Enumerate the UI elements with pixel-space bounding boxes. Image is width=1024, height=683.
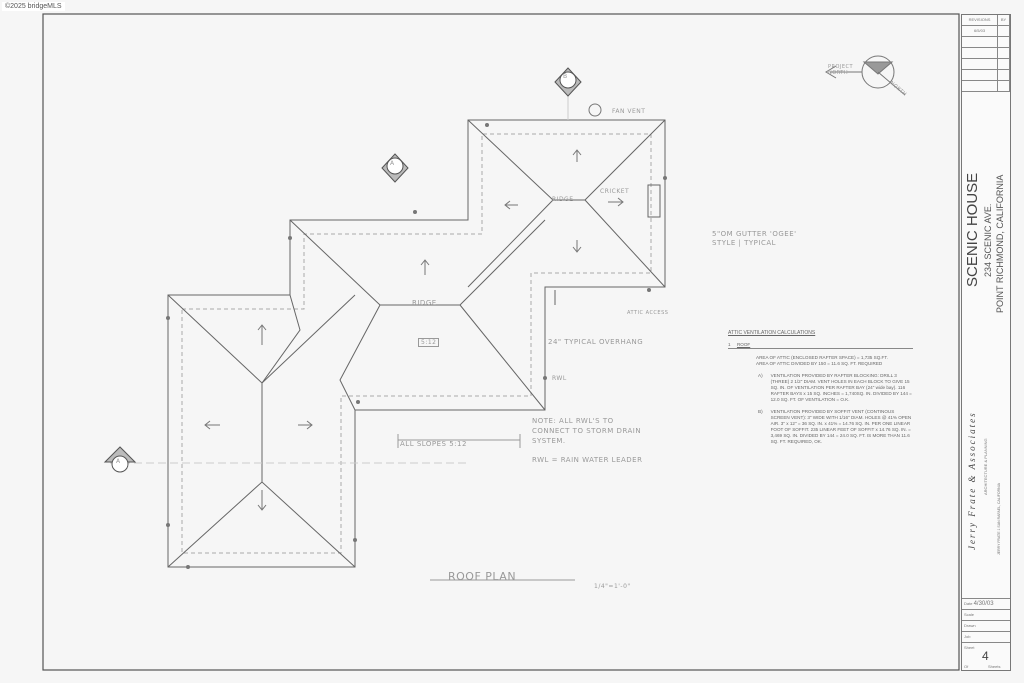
fan-vent-label: FAN VENT — [612, 108, 646, 115]
sheet-number: 4 — [982, 649, 989, 663]
storm-drain-note: NOTE: ALL RWL'S TO CONNECT TO STORM DRAI… — [532, 417, 642, 445]
overhang-note: 24" TYPICAL OVERHANG — [548, 338, 644, 346]
rev-cell — [998, 26, 1010, 37]
section-marker-icon — [103, 67, 582, 473]
sheet-label: Sheet — [964, 645, 975, 650]
project-north-label: PROJECT NORTH — [828, 64, 854, 76]
slope-arrows — [204, 149, 624, 511]
date-value: 4/30/03 — [973, 601, 994, 607]
section-a-label: A — [390, 160, 395, 167]
drawing-border — [42, 13, 960, 671]
valley-lines — [261, 219, 546, 411]
fan-vent-icon — [588, 103, 602, 117]
rwl-label: RWL — [552, 375, 567, 382]
firm-name: Jerry Frate & Associates — [967, 411, 977, 550]
rwl-legend: RWL = RAIN WATER LEADER — [532, 456, 643, 464]
rwl-icon — [647, 288, 651, 292]
drawing-scale: 1/4"=1'-0" — [594, 583, 631, 590]
rev-entry: 6/5/03 — [962, 26, 998, 37]
watermark-logo: ©2025 bridgeMLS — [2, 2, 65, 11]
rev-cell — [998, 81, 1010, 92]
scale-label: Scale — [962, 609, 1010, 620]
rev-cell — [962, 37, 998, 48]
north-arrow-icon — [825, 55, 906, 96]
rev-cell — [998, 37, 1010, 48]
job-label: Job — [962, 631, 1010, 642]
hip-lines-top — [467, 119, 666, 288]
ridge-label: RIDGE — [552, 196, 574, 203]
attic-ventilation-calcs: ATTIC VENTILATION CALCULATIONS 1 ROOF AR… — [728, 330, 913, 445]
gutter-note: 5"OM GUTTER 'OGEE' STYLE | TYPICAL — [712, 230, 797, 247]
date-label: Date — [964, 601, 973, 606]
section-label: ROOF — [736, 342, 751, 347]
section-b-label: B — [563, 73, 568, 80]
rwl-icon — [413, 210, 417, 214]
drawn-label: Drawn — [962, 620, 1010, 631]
rwl-icon — [353, 538, 357, 542]
ridge-label: RIDGE — [412, 299, 437, 307]
of-label: Of — [964, 664, 969, 669]
rev-cell — [962, 48, 998, 59]
project-address: 234 SCENIC AVE. — [983, 203, 993, 277]
rev-cell — [998, 59, 1010, 70]
roof-pitch-label: 5:12 — [418, 338, 440, 347]
wall-line — [181, 133, 652, 554]
attic-access-label: ATTIC ACCESS — [627, 310, 669, 316]
calc-title: ATTIC VENTILATION CALCULATIONS — [728, 330, 816, 336]
calc-area: AREA OF ATTIC (ENCLOSED RAFTER SPACE) = … — [756, 355, 888, 360]
rev-cell — [962, 59, 998, 70]
cricket-label: CRICKET — [600, 188, 630, 195]
drawing-title: ROOF PLAN — [448, 570, 517, 583]
calc-section: 1 ROOF — [728, 342, 913, 349]
rev-cell — [998, 70, 1010, 81]
rwl-icon — [166, 523, 170, 527]
section-a-label: A — [116, 458, 121, 465]
firm-subtitle: ARCHITECTURE & PLANNING — [983, 438, 988, 495]
dimension-bracket — [397, 434, 521, 448]
firm-address: JERRY FRATE 1 SAN RAFAEL, CALIFORNIA — [997, 483, 1001, 555]
all-slopes-note: ALL SLOPES 5:12 — [400, 440, 467, 448]
rev-header: REVISIONS — [962, 15, 998, 26]
calc-b-text: VENTILATION PROVIDED BY SOFFIT VENT (CON… — [770, 409, 912, 444]
rwl-icon — [288, 236, 292, 240]
project-city: POINT RICHMOND, CALIFORNIA — [995, 174, 1005, 313]
rwl-icon — [485, 123, 489, 127]
rev-cell — [998, 48, 1010, 59]
by-header: BY — [998, 15, 1010, 26]
rev-cell — [962, 70, 998, 81]
calc-a-text: VENTILATION PROVIDED BY RAFTER BLOCKING:… — [770, 373, 912, 402]
rwl-icon — [166, 316, 170, 320]
sheets-label: Sheets — [988, 664, 1001, 669]
sheet-info: Date 4/30/03 Scale Drawn Job Sheet 4 Of … — [962, 598, 1010, 673]
calc-b-label: B) — [758, 409, 763, 414]
calc-area-required: AREA OF ATTIC DIVIDED BY 150 = 11.6 SQ. … — [756, 361, 883, 366]
section-number: 1 — [728, 342, 731, 347]
rwl-icon — [356, 400, 360, 404]
project-name: SCENIC HOUSE — [964, 172, 981, 287]
rwl-icon — [186, 565, 190, 569]
calc-a-label: A) — [758, 373, 763, 378]
cricket — [647, 184, 661, 218]
rev-cell — [962, 81, 998, 92]
rwl-icon — [663, 176, 667, 180]
rwl-icon — [543, 376, 547, 380]
